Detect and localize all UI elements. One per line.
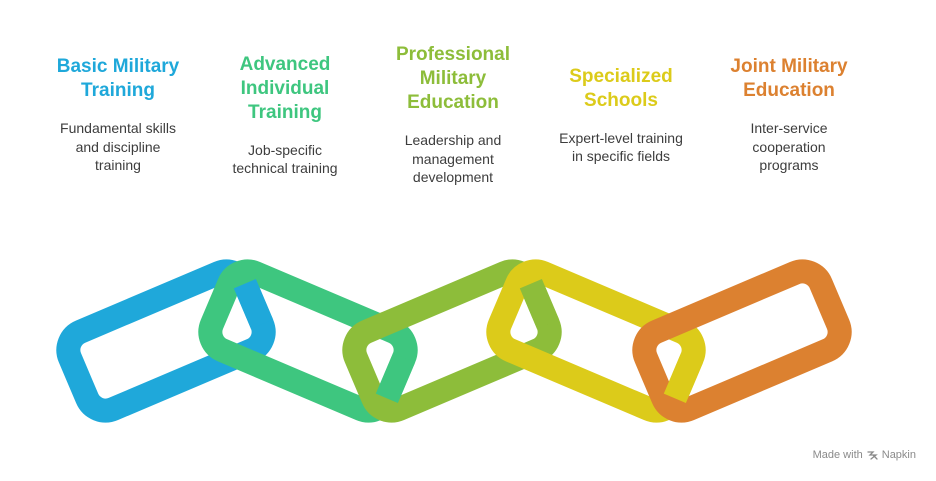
step-title: Specialized Schools [569, 65, 673, 111]
step-title: Advanced Individual Training [239, 53, 331, 123]
credit-prefix: Made with [812, 449, 863, 461]
step-description: Job-specific technical training [232, 141, 338, 177]
chain-link-orange [632, 259, 852, 423]
chain-overlap-blue [233, 278, 274, 329]
step-basic-military-training: Basic Military Training Fundamental skil… [43, 0, 193, 230]
credit-brand: Napkin [881, 449, 916, 461]
step-description: Inter-service cooperation programs [750, 120, 828, 174]
step-description: Leadership and management development [404, 132, 502, 186]
step-joint-military-education: Joint Military Education Inter-service c… [714, 0, 864, 230]
made-with-credit: Made with Napkin [813, 449, 916, 461]
step-description: Fundamental skills and discipline traini… [60, 120, 176, 174]
step-title: Basic Military Training [56, 56, 180, 102]
napkin-logo-icon [867, 450, 878, 460]
step-title: Joint Military Education [730, 56, 848, 102]
chain-overlap-yellow [663, 353, 704, 404]
chain-overlap-olive [519, 278, 560, 329]
step-title: Professional Military Education [395, 44, 511, 114]
step-description: Expert-level training in specific fields [559, 129, 683, 165]
step-professional-military-education: Professional Military Education Leadersh… [378, 0, 528, 230]
step-advanced-individual-training: Advanced Individual Training Job-specifi… [210, 0, 360, 230]
chain-overlap-green [375, 353, 416, 404]
step-specialized-schools: Specialized Schools Expert-level trainin… [546, 0, 696, 230]
